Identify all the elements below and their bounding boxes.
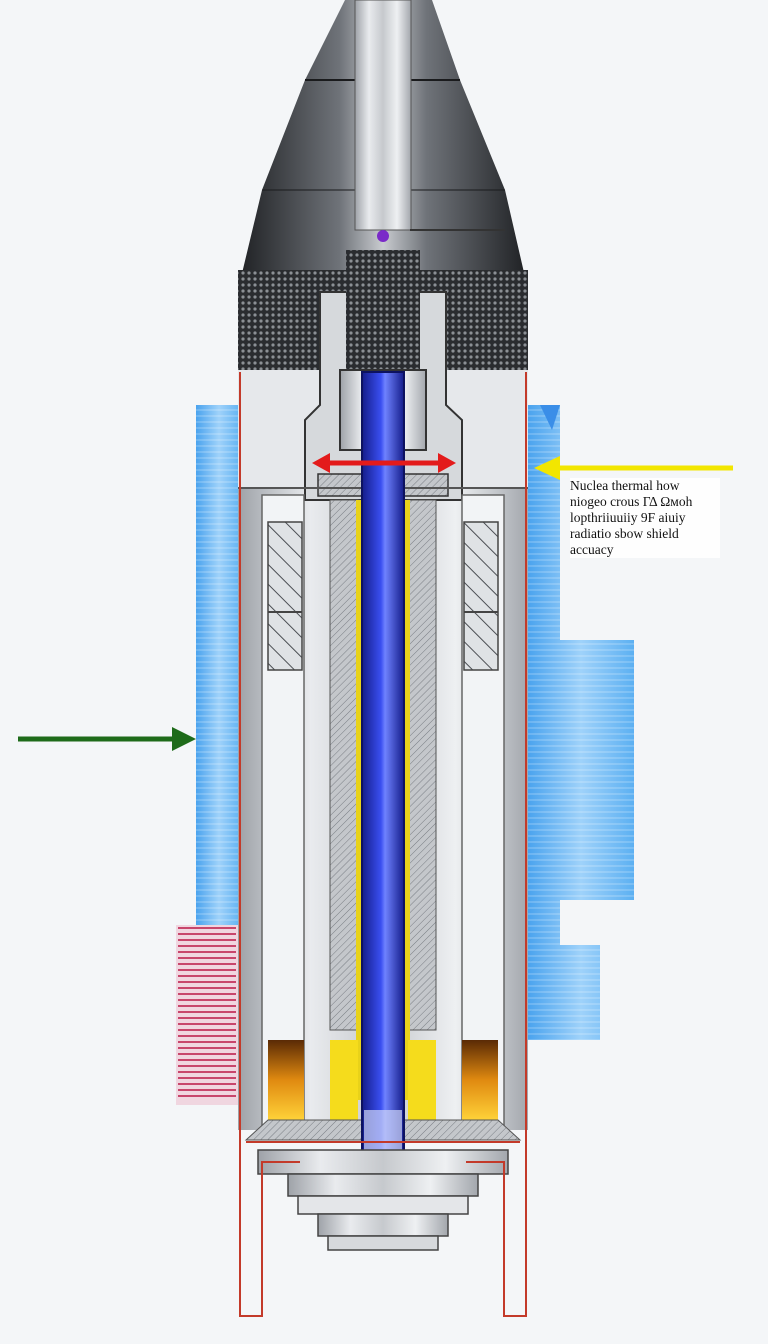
annotation-line-1: Nuclea thermal how xyxy=(570,478,680,493)
annotation-line-5: accuacy xyxy=(570,542,614,557)
annotation-line-4: radiatio sbow shield xyxy=(570,526,679,541)
core-channel xyxy=(361,371,405,1170)
heat-fins xyxy=(176,925,238,1105)
nose-cone xyxy=(238,0,528,370)
double-arrow-icon xyxy=(312,453,456,473)
wall-outline xyxy=(239,372,527,1317)
inner-columns xyxy=(261,494,505,1136)
arrow-left-icon xyxy=(534,456,733,480)
annotation-label: Nuclea thermal how niogeo crous ΓΔ Ωᴍoh … xyxy=(570,478,720,558)
coolant-field-right xyxy=(528,405,634,1040)
arrow-right-icon xyxy=(18,727,196,751)
annotation-line-2: niogeo crous ΓΔ Ωᴍoh xyxy=(570,494,693,509)
coolant-field-left xyxy=(196,405,242,925)
annotation-line-3: lopthriiuuiiy 9F aiuiy xyxy=(570,510,686,525)
